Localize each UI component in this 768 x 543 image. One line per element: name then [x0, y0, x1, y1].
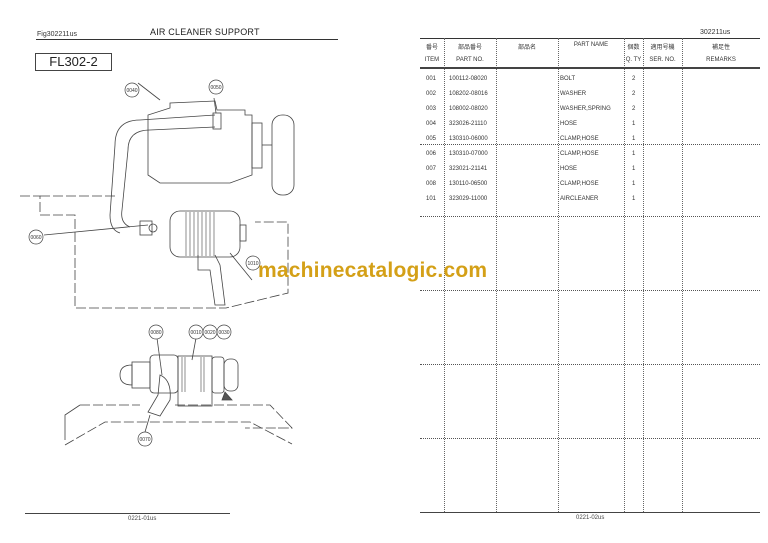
header-qty: Q. TY	[625, 57, 642, 63]
header-qty-jp: 個数	[627, 45, 640, 51]
column-divider	[643, 38, 644, 512]
cell-part-no: 323021-21141	[449, 166, 488, 172]
lower-side-diagram: 0080 0010 0020 0030 0070	[64, 324, 293, 447]
header-item: ITEM	[424, 57, 440, 63]
header-part-no-jp: 部品番号	[457, 45, 482, 51]
cell-part-no: 323029-11000	[449, 196, 488, 202]
model-code-box: FL302-2	[35, 53, 112, 71]
title-underline	[36, 39, 338, 40]
header-part-name-jp: 部品名	[517, 45, 536, 51]
cell-item: 008	[426, 181, 437, 187]
cell-part-name: AIRCLEANER	[560, 196, 599, 202]
right-footer-line	[420, 512, 760, 513]
column-divider	[682, 38, 683, 512]
column-divider	[624, 38, 625, 512]
cell-qty: 1	[632, 121, 636, 127]
page-title: AIR CLEANER SUPPORT	[150, 27, 260, 37]
cell-part-no: 100112-08020	[449, 76, 488, 82]
cell-part-no: 108002-08020	[449, 106, 488, 112]
row-group-separator	[420, 364, 760, 365]
cell-qty: 2	[632, 106, 636, 112]
cell-part-name: BOLT	[560, 76, 576, 82]
cell-item: 004	[426, 121, 437, 127]
row-group-separator	[420, 144, 760, 145]
svg-text:0030: 0030	[218, 330, 229, 336]
cell-part-name: CLAMP,HOSE	[560, 136, 599, 142]
header-part-name: PART NAME	[573, 42, 609, 48]
column-divider	[558, 38, 559, 512]
cell-part-no: 130110-06500	[449, 181, 488, 187]
cell-part-name: WASHER	[560, 91, 587, 97]
cell-qty: 2	[632, 91, 636, 97]
header-ser-no-jp: 適用号機	[650, 45, 675, 51]
cell-part-no: 323026-21110	[449, 121, 487, 127]
header-part-no: PART NO.	[456, 57, 484, 63]
row-group-separator	[420, 216, 760, 217]
cell-item: 006	[426, 151, 437, 157]
figure-id: Fig302211us	[37, 31, 77, 38]
cell-part-name: HOSE	[560, 121, 578, 127]
cell-qty: 1	[632, 166, 636, 172]
header-remarks-jp: 補足性	[711, 45, 730, 51]
header-item-jp: 番号	[425, 45, 438, 51]
cell-part-no: 130310-06000	[449, 136, 488, 142]
column-divider	[444, 38, 445, 512]
cell-part-name: WASHER,SPRING	[560, 106, 611, 112]
svg-text:0020: 0020	[204, 330, 215, 336]
right-page-number: 0221-02us	[576, 515, 605, 521]
cell-item: 002	[426, 91, 437, 97]
cell-qty: 1	[632, 136, 636, 142]
cell-part-no: 130310-07000	[449, 151, 488, 157]
cell-part-name: CLAMP,HOSE	[560, 181, 599, 187]
left-page-number: 0221-01us	[128, 516, 157, 522]
cell-qty: 1	[632, 151, 636, 157]
row-group-separator	[420, 290, 760, 291]
upper-exploded-diagram: 0040 0050 0060 1010	[20, 79, 295, 309]
svg-text:0070: 0070	[139, 437, 150, 443]
svg-text:0040: 0040	[126, 88, 137, 94]
svg-text:0050: 0050	[210, 85, 221, 91]
column-divider	[496, 38, 497, 512]
svg-text:0010: 0010	[190, 330, 201, 336]
cell-item: 005	[426, 136, 437, 142]
header-remarks: REMARKS	[706, 57, 736, 63]
cell-qty: 1	[632, 196, 636, 202]
cell-item: 001	[426, 76, 437, 82]
page-reference: 302211us	[700, 29, 731, 36]
watermark: machinecatalogic.com	[258, 259, 488, 282]
cell-item: 003	[426, 106, 437, 112]
cell-qty: 1	[632, 181, 636, 187]
cell-qty: 2	[632, 76, 636, 82]
svg-text:0080: 0080	[150, 330, 161, 336]
svg-text:1010: 1010	[247, 261, 258, 267]
cell-part-no: 108202-08016	[449, 91, 488, 97]
cell-part-name: HOSE	[560, 166, 578, 172]
cell-part-name: CLAMP,HOSE	[560, 151, 599, 157]
row-group-separator	[420, 438, 760, 439]
header-separator	[420, 67, 760, 69]
cell-item: 007	[426, 166, 437, 172]
header-ser-no: SER. NO.	[649, 57, 676, 63]
left-footer-line	[25, 513, 230, 514]
table-top-border	[420, 38, 760, 39]
svg-text:0060: 0060	[30, 235, 41, 241]
cell-item: 101	[426, 196, 437, 202]
